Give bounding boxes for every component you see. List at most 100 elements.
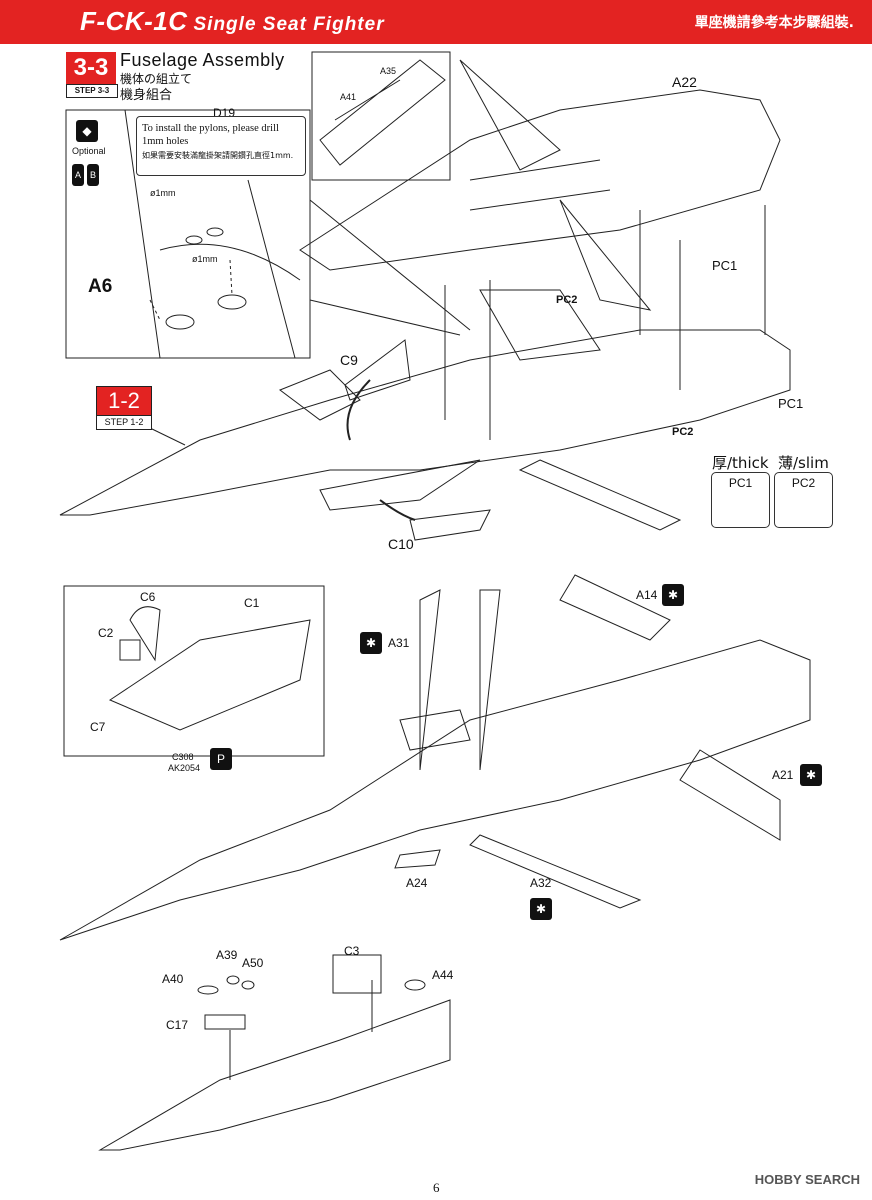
drill-note-box: To install the pylons, please drill 1mm … xyxy=(136,116,306,176)
part-c9-outline xyxy=(344,339,411,401)
part-label-pc2-mid: PC2 xyxy=(672,426,694,438)
fuselage-wing-roots xyxy=(479,289,682,531)
part-label-a22: A22 xyxy=(672,74,697,90)
decal-icon-a14: ✱ xyxy=(662,584,684,606)
part-label-a35: A35 xyxy=(380,66,397,76)
part-a40 xyxy=(197,985,219,995)
pylon-inset-frame xyxy=(65,109,311,359)
step-tag: STEP 3-3 xyxy=(66,84,118,98)
option-a-label: A xyxy=(72,164,84,186)
step-title-jp: 機体の組立て xyxy=(120,72,193,86)
cockpit-inset-fuselage xyxy=(108,619,311,731)
vertical-tails xyxy=(419,589,501,771)
legend-pc1-box: PC1 xyxy=(711,472,770,528)
part-c17 xyxy=(204,1014,246,1030)
decal-icon-a21: ✱ xyxy=(800,764,822,786)
part-label-a44: A44 xyxy=(432,968,454,982)
part-label-pc2-top: PC2 xyxy=(556,294,578,306)
ref-step-tag: STEP 1-2 xyxy=(96,415,152,430)
paint-icon: P xyxy=(210,748,232,770)
part-label-c10: C10 xyxy=(388,536,414,552)
part-label-c1: C1 xyxy=(244,596,260,610)
inset-hole-4 xyxy=(206,227,224,237)
callout-curves xyxy=(346,379,416,521)
part-label-a41: A41 xyxy=(340,92,357,102)
step-ref-pointer xyxy=(149,427,186,446)
detail-part-outline xyxy=(319,59,446,166)
inset-hole-2 xyxy=(217,294,247,310)
part-c10-outline xyxy=(409,509,491,541)
part-label-a24: A24 xyxy=(406,876,428,890)
part-c2 xyxy=(119,639,141,661)
part-a39 xyxy=(226,975,240,985)
page-number: 6 xyxy=(433,1180,440,1195)
inset-wing-outline xyxy=(124,109,301,359)
part-label-pc1-bottom: PC1 xyxy=(778,396,804,411)
drill-note-en: To install the pylons, please drill 1mm … xyxy=(142,123,279,147)
ventral-fin-a32 xyxy=(469,834,642,909)
detail-inset-frame xyxy=(311,51,451,181)
part-label-c7: C7 xyxy=(90,720,106,734)
part-label-c9: C9 xyxy=(340,352,358,368)
part-label-a40: A40 xyxy=(162,972,184,986)
inset-connector xyxy=(309,199,471,336)
cockpit-canopy-frame xyxy=(278,369,361,421)
part-label-a31: A31 xyxy=(388,636,410,650)
horizontal-stabilizer-a14 xyxy=(559,574,671,641)
model-name: F-CK-1C xyxy=(80,6,188,36)
part-a24-outline xyxy=(394,849,441,869)
inset-guide-lines xyxy=(149,259,233,321)
part-label-ak2054: AK2054 xyxy=(168,763,201,773)
header-note: 單座機請參考本步驟組裝. xyxy=(694,15,854,31)
decal-icon-a31: ✱ xyxy=(360,632,382,654)
assembly-arrows xyxy=(444,205,766,440)
nose-section xyxy=(98,999,451,1151)
seat-c6 xyxy=(129,606,161,662)
part-label-a6: A6 xyxy=(88,276,113,297)
part-a50 xyxy=(241,980,255,990)
legend-slim-label: 薄/slim xyxy=(778,454,829,472)
a22-wing-outlines xyxy=(459,59,652,311)
legend-thick-label: 厚/thick xyxy=(712,454,769,472)
drill-size-1: ø1mm xyxy=(150,188,176,198)
part-label-a14: A14 xyxy=(636,588,658,602)
part-label-a50: A50 xyxy=(242,956,264,970)
part-label-c308: C308 xyxy=(172,752,194,762)
model-subtitle: Single Seat Fighter xyxy=(193,14,385,35)
drill-size-2: ø1mm xyxy=(192,254,218,264)
part-label-a39: A39 xyxy=(216,948,238,962)
watermark: HOBBY SEARCH xyxy=(754,1172,860,1187)
part-label-a21: A21 xyxy=(772,768,794,782)
option-b-label: B xyxy=(87,164,99,186)
part-c3 xyxy=(332,954,382,994)
optional-icon: ◆ xyxy=(76,120,98,142)
horizontal-stabilizer-a21 xyxy=(679,749,781,841)
part-a44 xyxy=(404,979,426,991)
nose-assembly-arrows xyxy=(229,980,373,1080)
part-label-c17: C17 xyxy=(166,1018,189,1032)
inset-hole-1 xyxy=(165,314,195,330)
upper-fuselage-a22 xyxy=(299,89,781,271)
inset-hole-3 xyxy=(185,235,203,245)
part-label-c6: C6 xyxy=(140,590,156,604)
drill-note-zh: 如果需要安裝滿龍掛架請開鑽孔直徑1mm. xyxy=(142,151,294,160)
optional-label: Optional xyxy=(72,146,106,156)
step-title-en: Fuselage Assembly xyxy=(120,50,285,70)
fighter-full-side xyxy=(59,639,811,941)
step-number: 3-3 xyxy=(66,52,116,84)
decal-icon-a32: ✱ xyxy=(530,898,552,920)
a22-panel-lines xyxy=(469,159,611,211)
legend-pc1-label: PC1 xyxy=(728,476,753,490)
cockpit-inset-frame xyxy=(63,585,325,757)
step-title-zh: 機身組合 xyxy=(120,88,173,103)
part-label-c3: C3 xyxy=(344,944,360,958)
part-label-pc1-top: PC1 xyxy=(712,258,738,273)
part-label-c2: C2 xyxy=(98,626,114,640)
ref-step-number: 1-2 xyxy=(96,386,152,416)
fuselage-lower-assembly xyxy=(59,329,791,516)
legend-pc2-box: PC2 xyxy=(774,472,833,528)
inset-highlight-box xyxy=(399,709,471,751)
